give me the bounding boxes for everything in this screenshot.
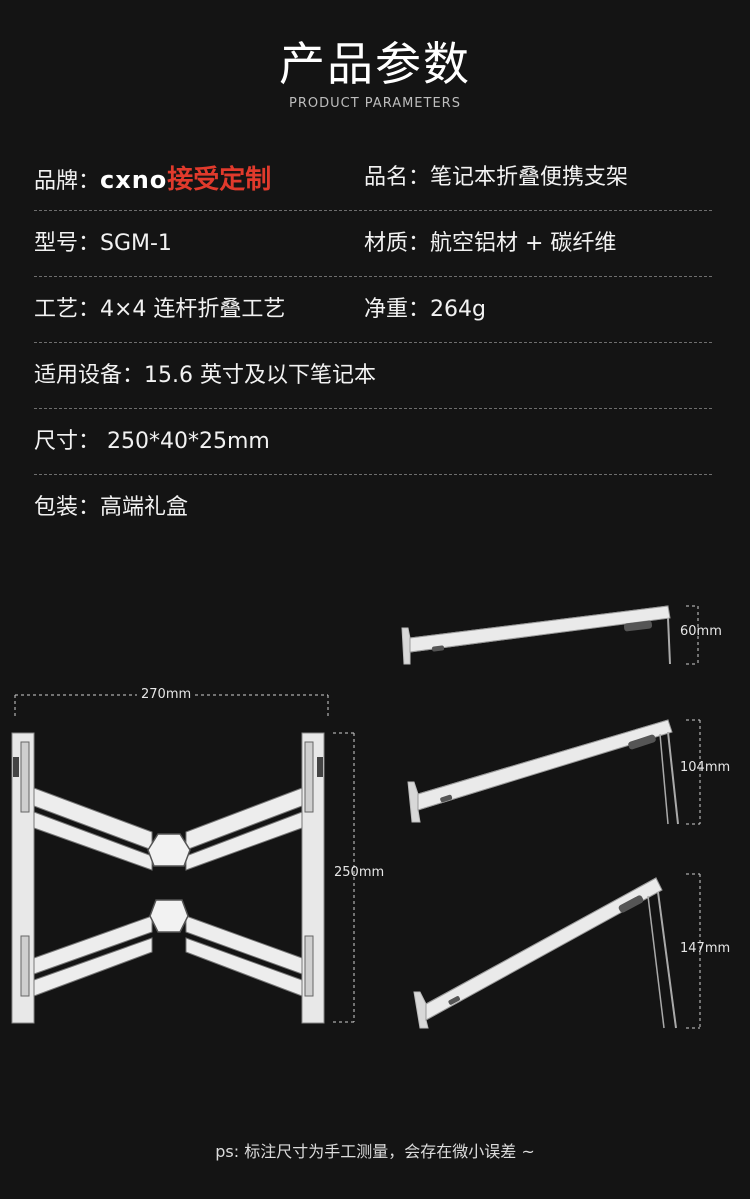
spec-row-brand: 品牌：cxno接受定制 品名：笔记本折叠便携支架: [34, 145, 712, 211]
header: 产品参数 PRODUCT PARAMETERS: [0, 28, 750, 111]
stand-front-view-illustration: [11, 694, 355, 1024]
package-spec: 包装：高端礼盒: [34, 495, 189, 520]
size-spec: 尺寸： 250*40*25mm: [34, 429, 270, 454]
profile-high: [413, 873, 701, 1029]
spec-row-compatible: 适用设备：15.6 英寸及以下笔记本: [34, 343, 712, 409]
brand-spec: 品牌：cxno接受定制: [34, 159, 271, 196]
measurement-footnote: ps: 标注尺寸为手工测量，会存在微小误差 ~: [215, 1142, 535, 1161]
low-height-label: 60mm: [680, 624, 722, 639]
craft-spec: 工艺：4×4 连杆折叠工艺: [34, 297, 286, 322]
product-name-spec: 品名：笔记本折叠便携支架: [364, 165, 629, 190]
spec-row-model: 型号：SGM-1 材质：航空铝材 + 碳纤维: [34, 211, 712, 277]
compatible-spec: 适用设备：15.6 英寸及以下笔记本: [34, 363, 376, 388]
height-dimension-label: 250mm: [334, 865, 385, 880]
profile-mid: [407, 719, 701, 825]
profile-low: [401, 605, 699, 665]
spec-row-size: 尺寸： 250*40*25mm: [34, 409, 712, 475]
brand-label: 品牌：: [34, 169, 101, 194]
mid-height-label: 104mm: [680, 760, 731, 775]
model-spec: 型号：SGM-1: [34, 231, 172, 256]
page-subtitle: PRODUCT PARAMETERS: [289, 96, 461, 111]
width-dimension-label: 270mm: [137, 687, 196, 702]
stand-side-views-illustration: [401, 605, 701, 1029]
brand-custom-text: 接受定制: [167, 165, 272, 195]
dimension-diagrams: 270mm 250mm 60mm 104mm 147mm: [0, 560, 750, 1060]
weight-spec: 净重：264g: [364, 297, 486, 322]
spec-row-package: 包装：高端礼盒: [34, 475, 712, 541]
high-height-label: 147mm: [680, 941, 731, 956]
material-spec: 材质：航空铝材 + 碳纤维: [364, 231, 617, 256]
brand-logo: cxno: [100, 166, 168, 194]
page-title: 产品参数: [279, 37, 471, 91]
spec-row-craft: 工艺：4×4 连杆折叠工艺 净重：264g: [34, 277, 712, 343]
spec-table: 品牌：cxno接受定制 品名：笔记本折叠便携支架 型号：SGM-1 材质：航空铝…: [34, 145, 712, 541]
